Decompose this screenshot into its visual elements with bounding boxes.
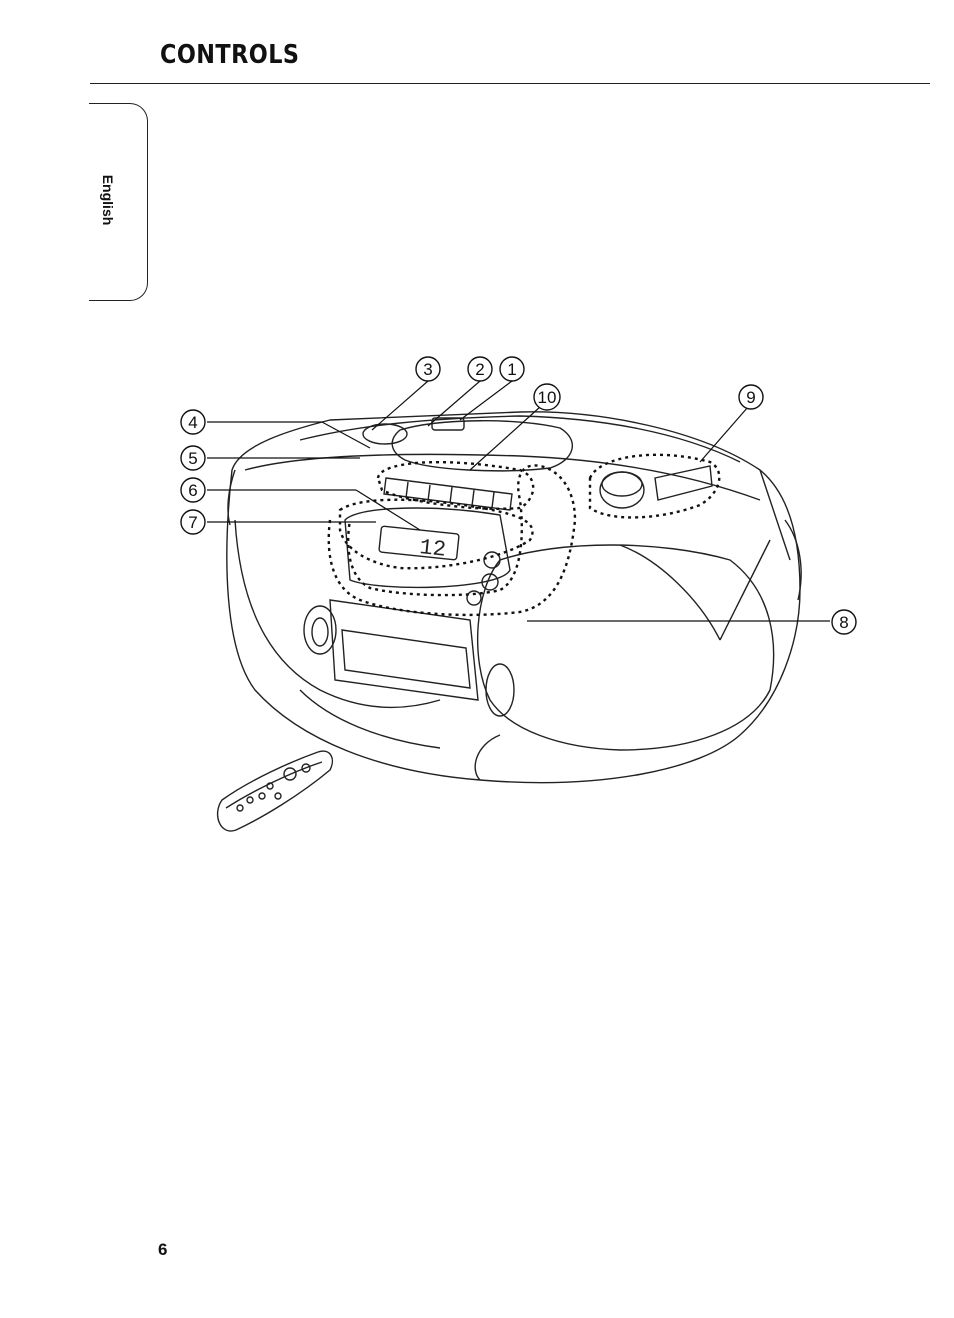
svg-text:7: 7 xyxy=(188,513,197,532)
callout-8: 8 xyxy=(832,610,856,634)
callout-9: 9 xyxy=(739,385,763,409)
callout-7: 7 xyxy=(181,510,205,534)
svg-text:12: 12 xyxy=(418,535,447,563)
callout-6: 6 xyxy=(181,478,205,502)
callout-4: 4 xyxy=(181,410,205,434)
callout-10: 10 xyxy=(534,384,560,410)
svg-text:1: 1 xyxy=(507,360,516,379)
callout-2: 2 xyxy=(468,357,492,381)
svg-text:9: 9 xyxy=(746,388,755,407)
svg-text:6: 6 xyxy=(188,481,197,500)
svg-text:5: 5 xyxy=(188,449,197,468)
svg-text:10: 10 xyxy=(538,388,557,407)
callout-leaders xyxy=(207,381,830,621)
svg-text:8: 8 xyxy=(839,613,848,632)
callout-5: 5 xyxy=(181,446,205,470)
page-number: 6 xyxy=(158,1240,167,1260)
callout-1: 1 xyxy=(500,357,524,381)
svg-text:3: 3 xyxy=(423,360,432,379)
svg-text:4: 4 xyxy=(188,413,197,432)
callout-3: 3 xyxy=(416,357,440,381)
remote-control-illustration xyxy=(218,751,333,831)
svg-text:2: 2 xyxy=(475,360,484,379)
